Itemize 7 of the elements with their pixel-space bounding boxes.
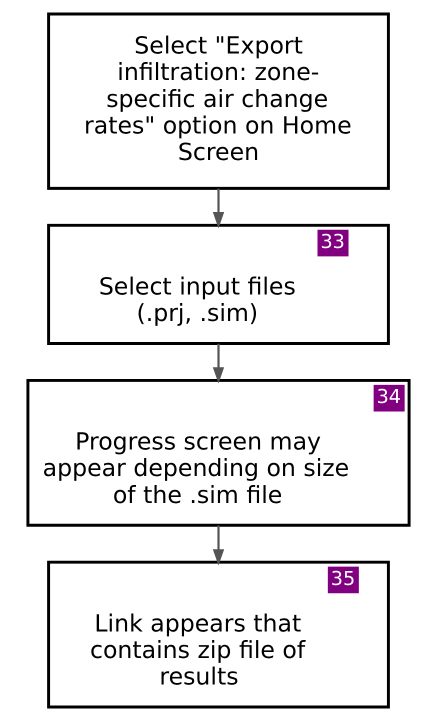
arrow xyxy=(212,344,224,384)
node-box: 35 Link appears that contains zip file of results xyxy=(46,560,390,708)
node-box: 34 Progress screen may appear depending on size of the .sim file xyxy=(26,378,410,527)
node-box: Select "Export infiltration: zone-specific air change rates" option on Home Screen xyxy=(46,12,390,190)
arrow xyxy=(212,188,224,228)
node-box: 33 Select input files (.prj, .sim) xyxy=(46,224,390,345)
arrow xyxy=(212,525,224,566)
